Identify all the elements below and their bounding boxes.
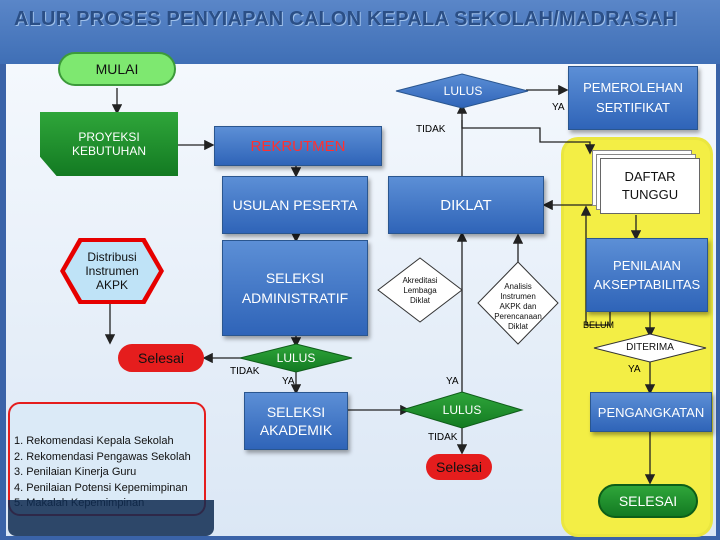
daftar-tunggu-card: DAFTAR TUNGGU	[600, 158, 700, 214]
analisis-text: Analisis Instrumen AKPK dan Perencanaan …	[486, 282, 550, 332]
selesai-left-terminal: Selesai	[118, 344, 204, 372]
akreditasi-label-1: Akreditasi	[402, 276, 438, 285]
edge-label-ya-right: YA	[628, 364, 641, 375]
rekrutmen-box: REKRUTMEN	[214, 126, 382, 166]
proyeksi-label-1: PROYEKSI	[78, 130, 140, 144]
akreditasi-diamond	[377, 257, 463, 323]
seleksi-akd-label-1: SELEKSI	[266, 404, 326, 420]
selesai-final-terminal: SELESAI	[598, 484, 698, 518]
distribusi-instrumen-inner: Distribusi Instrumen AKPK	[65, 242, 159, 300]
lulus-top-label: LULUS	[443, 84, 483, 98]
analisis-label-1: Analisis	[504, 282, 532, 291]
analisis-label-5: Diklat	[507, 322, 528, 331]
penilaian-label-1: PENILAIAN	[613, 258, 681, 273]
analisis-label-2: Instrumen	[500, 292, 536, 301]
seleksi-akademik-box: SELEKSI AKADEMIK	[244, 392, 348, 450]
lulus-mid-label: LULUS	[276, 351, 316, 365]
seleksi-administratif-box: SELEKSI ADMINISTRATIF	[222, 240, 368, 336]
pemerolehan-sertifikat-box: PEMEROLEHAN SERTIFIKAT	[568, 66, 698, 130]
penilaian-label-2: AKSEPTABILITAS	[593, 277, 701, 292]
mulai-terminal: MULAI	[58, 52, 176, 86]
footer-logo-band	[8, 500, 214, 536]
analisis-diamond	[477, 261, 559, 345]
proyeksi-kebutuhan-box: PROYEKSI KEBUTUHAN	[40, 112, 178, 176]
edge-label-ya-top: YA	[552, 102, 565, 113]
usulan-label: USULAN PESERTA	[232, 197, 358, 213]
seleksi-akd-label-2: AKADEMIK	[259, 422, 333, 438]
edge-label-tidak-top: TIDAK	[416, 124, 446, 135]
requirements-notes: 1. Rekomendasi Kepala Sekolah 2. Rekomen…	[8, 402, 206, 516]
note-item: 2. Rekomendasi Pengawas Sekolah	[14, 450, 191, 463]
distribusi-label-3: AKPK	[95, 278, 128, 292]
akreditasi-text: Akreditasi Lembaga Diklat	[392, 276, 448, 306]
lulus-top-diamond	[395, 73, 529, 109]
daftar-label-2: TUNGGU	[621, 187, 679, 202]
diterima-label: DITERIMA	[626, 342, 674, 353]
edge-lulus-daftar	[461, 120, 596, 155]
usulan-peserta-box: USULAN PESERTA	[222, 176, 368, 234]
lulus-mid-diamond	[239, 343, 353, 373]
diklat-label: DIKLAT	[440, 196, 492, 214]
daftar-label-1: DAFTAR	[624, 169, 676, 184]
selesai-mid-terminal: Selesai	[426, 454, 492, 480]
selesai-left-label: Selesai	[138, 350, 184, 366]
analisis-label-4: Perencanaan	[494, 312, 542, 321]
pemerolehan-label-1: PEMEROLEHAN	[583, 80, 683, 95]
distribusi-label-1: Distribusi	[87, 250, 137, 264]
akreditasi-label-3: Diklat	[409, 296, 430, 305]
seleksi-adm-label-1: SELEKSI	[265, 270, 325, 286]
akreditasi-label-2: Lembaga	[403, 286, 437, 295]
diklat-box: DIKLAT	[388, 176, 544, 234]
pengangkatan-label: PENGANGKATAN	[597, 404, 705, 420]
edge-label-ya-center: YA	[446, 376, 459, 387]
mulai-label: MULAI	[95, 61, 139, 77]
page-title: ALUR PROSES PENYIAPAN CALON KEPALA SEKOL…	[14, 8, 678, 30]
rekrutmen-label: REKRUTMEN	[250, 137, 346, 155]
seleksi-adm-label-2: ADMINISTRATIF	[241, 290, 349, 306]
selesai-final-label: SELESAI	[618, 493, 678, 509]
pemerolehan-label-2: SERTIFIKAT	[596, 100, 670, 115]
lulus-bottom-diamond	[400, 391, 524, 429]
note-item: 3. Penilaian Kinerja Guru	[14, 466, 137, 478]
note-item: 4. Penilaian Potensi Kepemimpinan	[14, 481, 188, 494]
note-item: 1. Rekomendasi Kepala Sekolah	[14, 435, 174, 447]
analisis-label-3: AKPK dan	[499, 302, 537, 311]
edge-label-ya-mid: YA	[282, 376, 295, 387]
lulus-bottom-label: LULUS	[442, 403, 482, 417]
penilaian-akseptabilitas-box: PENILAIAN AKSEPTABILITAS	[586, 238, 708, 312]
pengangkatan-box: PENGANGKATAN	[590, 392, 712, 432]
edge-label-belum: BELUM	[583, 320, 615, 330]
diterima-diamond	[593, 333, 707, 363]
selesai-mid-label: Selesai	[436, 459, 482, 475]
edge-label-tidak-mid: TIDAK	[230, 366, 260, 377]
proyeksi-label-2: KEBUTUHAN	[71, 144, 146, 158]
edge-label-tidak-bottom: TIDAK	[428, 432, 458, 443]
distribusi-label-2: Instrumen	[85, 264, 139, 278]
